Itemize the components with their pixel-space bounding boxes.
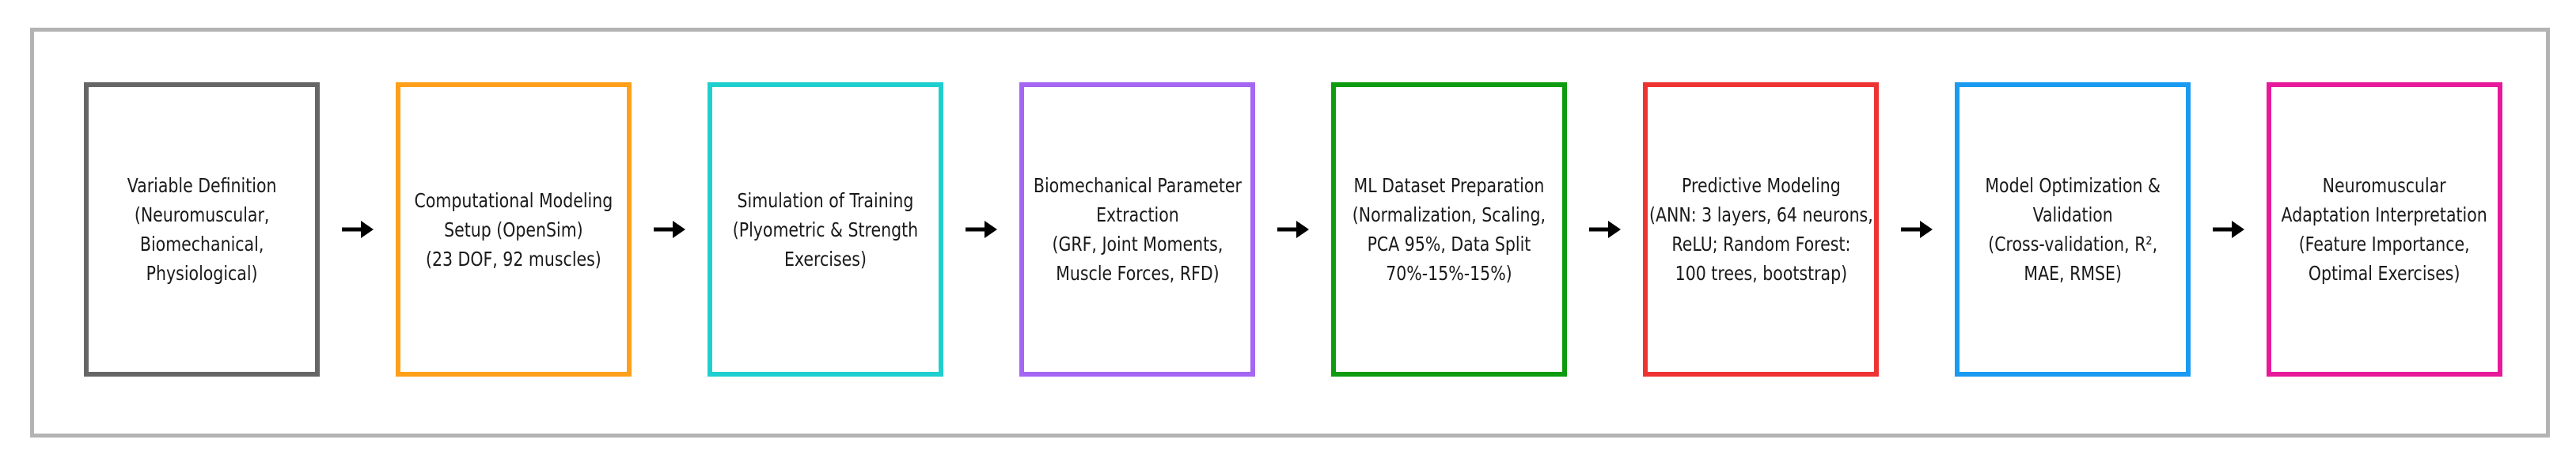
step-label-line: PCA 95%, Data Split: [1367, 233, 1531, 256]
step-label-line: ML Dataset Preparation: [1353, 174, 1545, 197]
step-label-line: Predictive Modeling: [1681, 174, 1841, 197]
flow-arrow-icon: [964, 210, 999, 248]
step-label-line: Model Optimization &: [1985, 174, 2161, 197]
flow-arrow-icon: [1588, 210, 1622, 248]
step-label-line: Biomechanical,: [139, 233, 264, 256]
flow-arrow-icon: [340, 210, 375, 248]
pipeline-step-7: Model Optimization & Validation (Cross-val…: [1955, 82, 2191, 377]
step-label: Model Optimization & Validation (Cross-val…: [1985, 171, 2161, 288]
step-label-line: (ANN: 3 layers, 64 neurons,: [1648, 203, 1873, 226]
step-label: Predictive Modeling (ANN: 3 layers, 64 ne…: [1649, 171, 1873, 288]
step-label: Simulation of Training (Plyometric & Stre…: [733, 186, 918, 274]
step-label-line: Exercises): [784, 247, 867, 271]
flow-arrow-icon: [1276, 210, 1311, 248]
step-label-line: Variable Definition: [127, 174, 277, 197]
flow-arrow-icon: [652, 210, 687, 248]
step-label-line: (23 DOF, 92 muscles): [426, 247, 601, 271]
step-label-line: Setup (OpenSim): [444, 218, 583, 241]
step-label: Variable Definition (Neuromuscular, Biomec…: [127, 171, 277, 288]
pipeline-step-1: Variable Definition (Neuromuscular, Biomec…: [84, 82, 320, 377]
step-label-line: 100 trees, bootstrap): [1675, 262, 1847, 285]
pipeline-step-3: Simulation of Training (Plyometric & Stre…: [708, 82, 943, 377]
flow-arrow-icon: [1899, 210, 1934, 248]
step-label-line: Computational Modeling: [414, 188, 613, 212]
step-label-line: MAE, RMSE): [2024, 262, 2122, 285]
step-label-line: Neuromuscular: [2322, 174, 2447, 197]
step-label-line: (Feature Importance,: [2299, 233, 2470, 256]
step-label-line: 70%-15%-15%): [1386, 262, 1512, 285]
step-label-line: Simulation of Training: [737, 188, 914, 212]
step-label-line: (Normalization, Scaling,: [1352, 203, 1546, 226]
step-label-line: Adaptation Interpretation: [2281, 203, 2488, 226]
step-label-line: Muscle Forces, RFD): [1055, 262, 1220, 285]
pipeline-step-5: ML Dataset Preparation (Normalization, Sc…: [1331, 82, 1567, 377]
step-label: ML Dataset Preparation (Normalization, Sc…: [1352, 171, 1546, 288]
step-label-line: Biomechanical Parameter: [1033, 174, 1242, 197]
step-label-line: Physiological): [146, 262, 258, 285]
pipeline-step-6: Predictive Modeling (ANN: 3 layers, 64 ne…: [1643, 82, 1879, 377]
step-label-line: (Neuromuscular,: [134, 203, 270, 226]
step-label-line: Validation: [2032, 203, 2113, 226]
step-label-line: Extraction: [1095, 203, 1179, 226]
step-label-line: (Plyometric & Strength: [732, 218, 919, 241]
step-label-line: Optimal Exercises): [2309, 262, 2460, 285]
flow-arrow-icon: [2211, 210, 2246, 248]
step-label-line: ReLU; Random Forest:: [1671, 233, 1850, 256]
step-label-line: (Cross-validation, R²,: [1988, 233, 2157, 256]
step-label-line: (GRF, Joint Moments,: [1052, 233, 1223, 256]
